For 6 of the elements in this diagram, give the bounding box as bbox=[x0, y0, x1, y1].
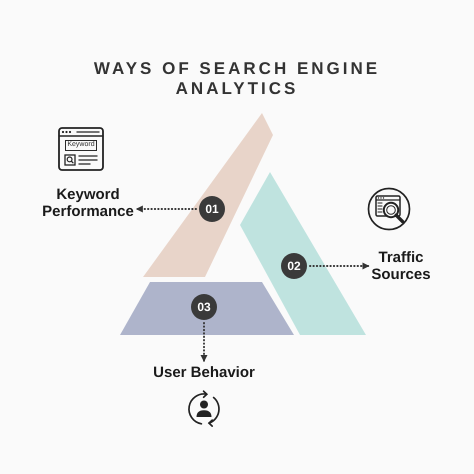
item-title: Keyword Performance bbox=[42, 186, 134, 220]
diagram-title: WAYS OF SEARCH ENGINE ANALYTICS bbox=[92, 59, 382, 99]
item-title: User Behavior bbox=[153, 364, 255, 381]
dotted-arrow bbox=[134, 206, 197, 212]
item-title: Traffic Sources bbox=[371, 249, 431, 283]
dotted-arrow bbox=[200, 322, 208, 363]
